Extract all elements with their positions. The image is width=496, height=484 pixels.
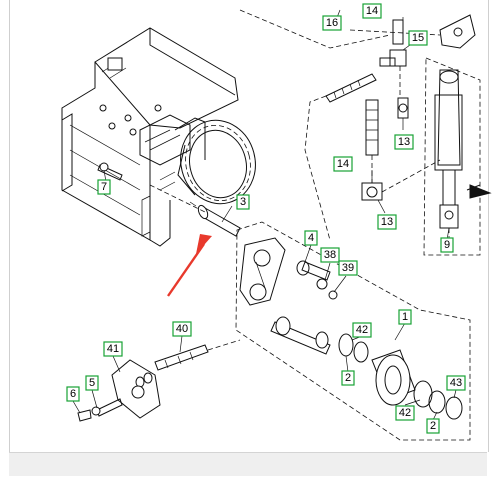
- callout-box: [398, 309, 412, 325]
- callout-box: [236, 194, 250, 210]
- callout-box: [322, 15, 342, 31]
- callout-box: [352, 322, 372, 338]
- callout-box: [66, 386, 80, 402]
- callout-number: 14: [337, 158, 349, 170]
- callout-number: 13: [398, 136, 410, 148]
- callout-number: 6: [70, 388, 76, 400]
- callout-box: [426, 418, 440, 434]
- callout-box: [377, 214, 397, 230]
- pin-40: [135, 339, 241, 388]
- callout-14: 14: [333, 156, 353, 172]
- shaft-assembly-1: [270, 316, 463, 420]
- callout-42: 42: [352, 322, 372, 338]
- callout-6: 6: [66, 386, 80, 402]
- leader-lines: [72, 9, 457, 421]
- callout-7: 7: [97, 179, 111, 195]
- diagram-frame: [9, 0, 489, 452]
- callout-box: [341, 370, 355, 386]
- callout-number: 3: [240, 196, 246, 208]
- shaft-3: [149, 184, 241, 237]
- hydraulic-cylinder: [423, 57, 492, 256]
- callout-box: [85, 375, 99, 391]
- callout-40: 40: [172, 321, 192, 337]
- callout-14: 14: [362, 3, 382, 19]
- callout-number: 7: [101, 181, 107, 193]
- callout-number: 41: [107, 343, 119, 355]
- callout-number: 40: [176, 323, 188, 335]
- callout-box: [362, 3, 382, 19]
- ring-flange: [159, 119, 256, 205]
- hose-16: [239, 9, 391, 241]
- callout-9: 9: [440, 237, 454, 253]
- callout-number: 2: [345, 372, 351, 384]
- fittings-upper: [379, 19, 409, 119]
- bolts-4-38-39: [296, 260, 338, 300]
- callout-number: 42: [356, 324, 368, 336]
- callout-box: [320, 247, 340, 263]
- frame-housing: [61, 27, 239, 247]
- callout-box: [333, 156, 353, 172]
- callout-number: 14: [366, 5, 378, 17]
- callout-5: 5: [85, 375, 99, 391]
- callout-box: [395, 405, 415, 421]
- callout-number: 15: [412, 32, 424, 44]
- callout-box: [304, 230, 318, 246]
- callout-box: [172, 321, 192, 337]
- callout-38: 38: [320, 247, 340, 263]
- callout-number: 1: [402, 311, 408, 323]
- link-arm: [235, 221, 471, 441]
- callout-box: [103, 341, 123, 357]
- callout-number: 39: [342, 262, 354, 274]
- hydraulic-line-center: [361, 99, 441, 201]
- red-pointer-arrow-icon: [167, 234, 212, 297]
- callout-box: [97, 179, 111, 195]
- callout-box: [394, 134, 414, 150]
- callout-2: 2: [341, 370, 355, 386]
- callout-43: 43: [446, 375, 466, 391]
- callout-number: 4: [308, 232, 314, 244]
- callout-box: [446, 375, 466, 391]
- bolts-5-6: [77, 398, 123, 422]
- plate-41: [111, 359, 161, 419]
- callout-16: 16: [322, 15, 342, 31]
- callout-labels: 16 14 15 13 14 13 9 7 3 4 38 39 1 40 42 41 2 5 6 43 42 2: [66, 3, 466, 434]
- bottom-bar: [9, 452, 487, 476]
- callout-number: 2: [430, 420, 436, 432]
- callout-number: 16: [326, 17, 338, 29]
- callout-number: 13: [381, 216, 393, 228]
- callout-42: 42: [395, 405, 415, 421]
- callout-number: 9: [444, 239, 450, 251]
- callout-2: 2: [426, 418, 440, 434]
- callout-number: 42: [399, 407, 411, 419]
- callout-41: 41: [103, 341, 123, 357]
- callout-4: 4: [304, 230, 318, 246]
- callout-box: [338, 260, 358, 276]
- callout-number: 38: [324, 249, 336, 261]
- callout-13: 13: [377, 214, 397, 230]
- callout-15: 15: [408, 30, 428, 46]
- callout-3: 3: [236, 194, 250, 210]
- callout-13: 13: [394, 134, 414, 150]
- callout-box: [440, 237, 454, 253]
- callout-number: 5: [89, 377, 95, 389]
- callout-box: [408, 30, 428, 46]
- callout-39: 39: [338, 260, 358, 276]
- callout-number: 43: [450, 377, 462, 389]
- callout-1: 1: [398, 309, 412, 325]
- pin-7: [97, 162, 123, 181]
